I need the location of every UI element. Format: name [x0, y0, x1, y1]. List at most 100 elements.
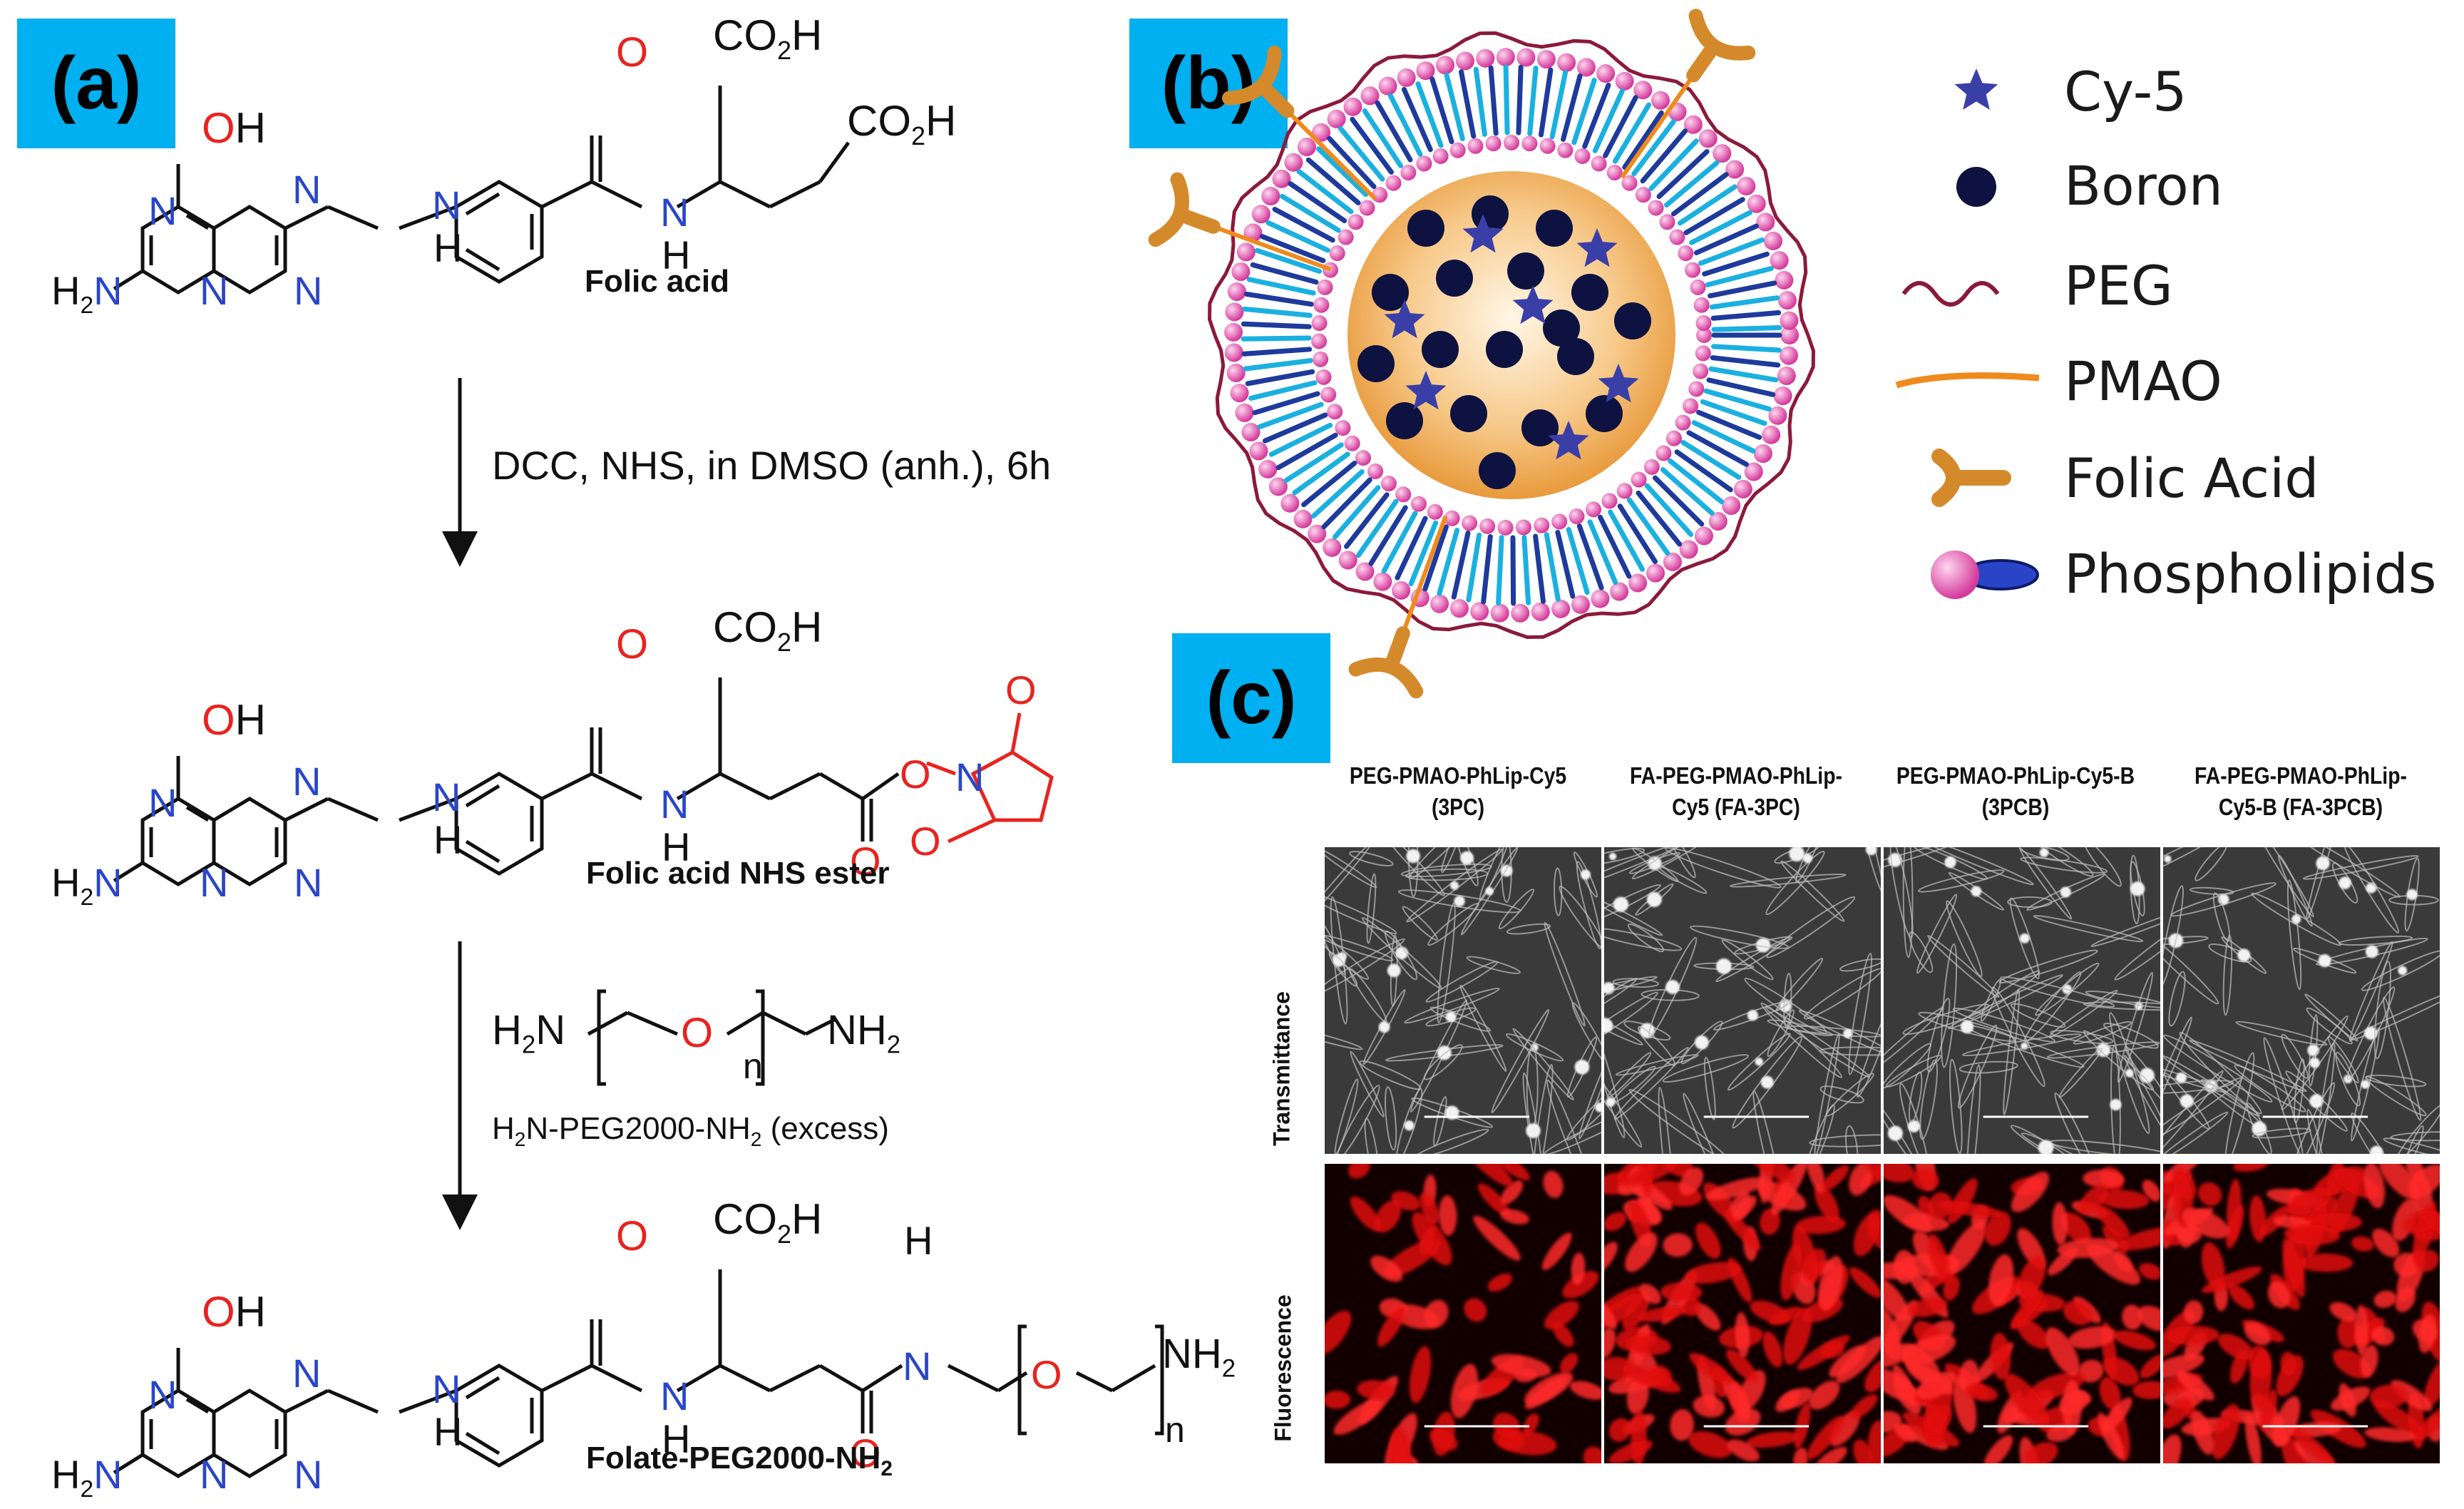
phospholipid-tail [1636, 490, 1683, 547]
caption-folate-peg-nh2: Folate-PEG2000-NH2 [586, 1441, 893, 1480]
phospholipid-tail [1592, 88, 1625, 153]
phospholipid-head [1497, 519, 1514, 536]
cy5-star [1598, 364, 1639, 403]
cy5-star [1384, 300, 1425, 339]
ring-nitrogen-label: N [200, 860, 229, 905]
carbonyl-oxygen-label: O [616, 29, 649, 76]
boron-dot [1521, 409, 1559, 446]
phospholipid-head [1400, 165, 1417, 181]
reagent-repeat-label: n [743, 1046, 763, 1086]
phospholipid-head [1733, 479, 1752, 498]
carboxyl-label: CO2H [847, 97, 957, 150]
phospholipid-tail [1422, 524, 1449, 592]
boron-dot [1571, 274, 1608, 311]
phospholipid-head [1663, 552, 1682, 571]
phospholipid-head [1515, 519, 1531, 536]
dot-icon [1956, 167, 1996, 207]
phospholipid-head [1690, 279, 1706, 295]
phospholipid-head [1646, 563, 1665, 583]
legend-label-boron: Boron [2064, 154, 2223, 218]
transmittance-image [1325, 847, 1601, 1154]
phospholipid-tail [1387, 93, 1423, 158]
phospholipid-tail [1656, 149, 1710, 200]
phospholipid-head [1770, 251, 1789, 270]
phospholipid-head [1312, 123, 1331, 142]
phospholipid-tail [1538, 67, 1554, 138]
phospholipid-head [1643, 459, 1660, 475]
phospholipid-head [1693, 297, 1710, 313]
phospholipid-head [1693, 363, 1709, 379]
phospholipid-head [1633, 81, 1653, 100]
panel-label-a: (a) [17, 19, 175, 148]
phospholipid-head [1601, 493, 1618, 509]
legend-label-peg: PEG [2064, 254, 2173, 317]
phospholipid-tail [1338, 126, 1385, 182]
phospholipid-head [1551, 599, 1571, 618]
phospholipid-head [1320, 387, 1337, 403]
ring-nitrogen-label: N [294, 1452, 323, 1497]
succinimide-oxygen-label: O [910, 819, 941, 864]
phospholipid-tail-icon [1962, 559, 2039, 590]
phospholipid-head [1576, 58, 1596, 77]
transmittance-image [2163, 847, 2440, 1154]
phospholipid-head [1606, 165, 1623, 181]
amine-label: H2N [51, 268, 123, 319]
phospholipid-head [1504, 135, 1519, 150]
terminal-amine-label: NH2 [1162, 1331, 1236, 1383]
repeat-unit-label: n [1165, 1410, 1185, 1450]
boron-dot [1372, 274, 1409, 311]
phospholipid-head [1679, 540, 1698, 559]
phospholipid-tail [1631, 119, 1676, 177]
phospholipid-tail [1686, 430, 1749, 467]
phospholipid-head [1744, 462, 1763, 481]
phospholipid-head [1343, 97, 1362, 116]
pmao-link [1283, 106, 1377, 201]
phospholipid-tail [1612, 102, 1652, 164]
caption-folic-acid: Folic acid [585, 264, 729, 299]
column-header-3pc: PEG-PMAO-PhLip-Cy5 (3PC) [1349, 762, 1567, 820]
amine-hydrogen-label: H [433, 225, 463, 270]
carboxyl-label: CO2H [713, 603, 823, 657]
phospholipid-tail [1510, 535, 1516, 606]
phospholipid-tail [1408, 520, 1439, 587]
carboxyl-label: CO2H [713, 1195, 823, 1249]
phospholipid-head [1372, 187, 1388, 203]
phospholipid-tail [1617, 503, 1658, 564]
fluorescence-image [1325, 1164, 1601, 1463]
phospholipid-tail [1459, 69, 1477, 139]
phospholipid-tail [1292, 451, 1350, 496]
cy5-star [1405, 371, 1447, 410]
phospholipid-head [1695, 345, 1711, 362]
step1-conditions: DCC, NHS, in DMSO (anh.), 6h [492, 443, 1052, 488]
phospholipid-tail [1344, 492, 1390, 549]
phospholipid-tail [1668, 458, 1725, 505]
phospholipid-tail [1710, 355, 1781, 368]
phospholipid-head [1397, 68, 1416, 87]
phospholipid-head [1762, 425, 1781, 444]
phospholipid-tail [1350, 116, 1394, 175]
phospholipid-head [1410, 496, 1427, 512]
phospholipid-head [1323, 538, 1342, 557]
line-icon [1895, 372, 2040, 389]
phospholipid-head [1496, 48, 1515, 67]
phospholipid-head [1476, 48, 1495, 68]
phospholipid-head [1551, 513, 1568, 530]
phospholipid-tail [1582, 82, 1611, 149]
reagent-oxygen-label: O [681, 1010, 714, 1056]
wave-icon [1901, 281, 2000, 307]
phospholipid-head [1427, 503, 1443, 520]
phospholipid-tail [1305, 157, 1361, 205]
amide-hydrogen-label: H [904, 1218, 933, 1263]
phospholipid-tail [1481, 533, 1493, 605]
phospholipid-head [1344, 435, 1360, 451]
phospholipid-head [1585, 501, 1601, 518]
reaction-scheme [0, 86, 1164, 1509]
phospholipid-head [1591, 155, 1607, 172]
phospholipid-head [1610, 582, 1629, 601]
cy5-star [1548, 421, 1589, 460]
phospholipid-tail [1640, 128, 1688, 184]
phospholipid-tail [1678, 184, 1737, 226]
phospholipid-head [1311, 333, 1328, 349]
phospholipid-head [1511, 603, 1530, 623]
phospholipid-tail [1710, 310, 1782, 321]
